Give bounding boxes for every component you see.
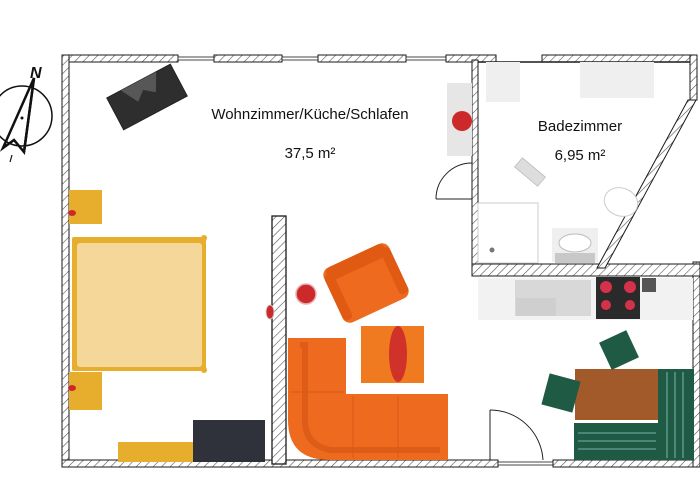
wall-lamp-icon [265, 304, 275, 320]
kitchen-counter [478, 278, 693, 320]
stove-icon [596, 277, 640, 319]
lamp-icon [68, 210, 76, 216]
nightstand-bottom [69, 372, 102, 410]
door-hallway [435, 162, 473, 200]
nightstand-top [69, 190, 102, 224]
bed [72, 235, 207, 373]
door-entrance [489, 409, 544, 461]
tv-cabinet [106, 63, 188, 131]
room-area-bathroom: 6,95 m² [554, 147, 606, 164]
lamp-icon [452, 111, 472, 131]
corner-sofa [288, 338, 448, 460]
compass-north-label: N [30, 65, 42, 82]
room-area-living: 37,5 m² [284, 145, 336, 162]
armchair [323, 243, 409, 323]
sink-tap-icon [642, 278, 656, 292]
room-name-bathroom: Badezimmer [537, 118, 623, 135]
partition-wall [271, 215, 287, 465]
compass-icon [0, 77, 53, 163]
low-shelf [118, 442, 193, 462]
table-decoration [389, 326, 407, 382]
floor-lamp-icon [295, 283, 317, 305]
room-name-living: Wohnzimmer/Küche/Schlafen [211, 106, 409, 123]
bathroom-fixtures [477, 62, 654, 264]
dark-cabinet [193, 420, 265, 462]
dining-area [541, 330, 694, 460]
lamp-icon [68, 385, 76, 391]
